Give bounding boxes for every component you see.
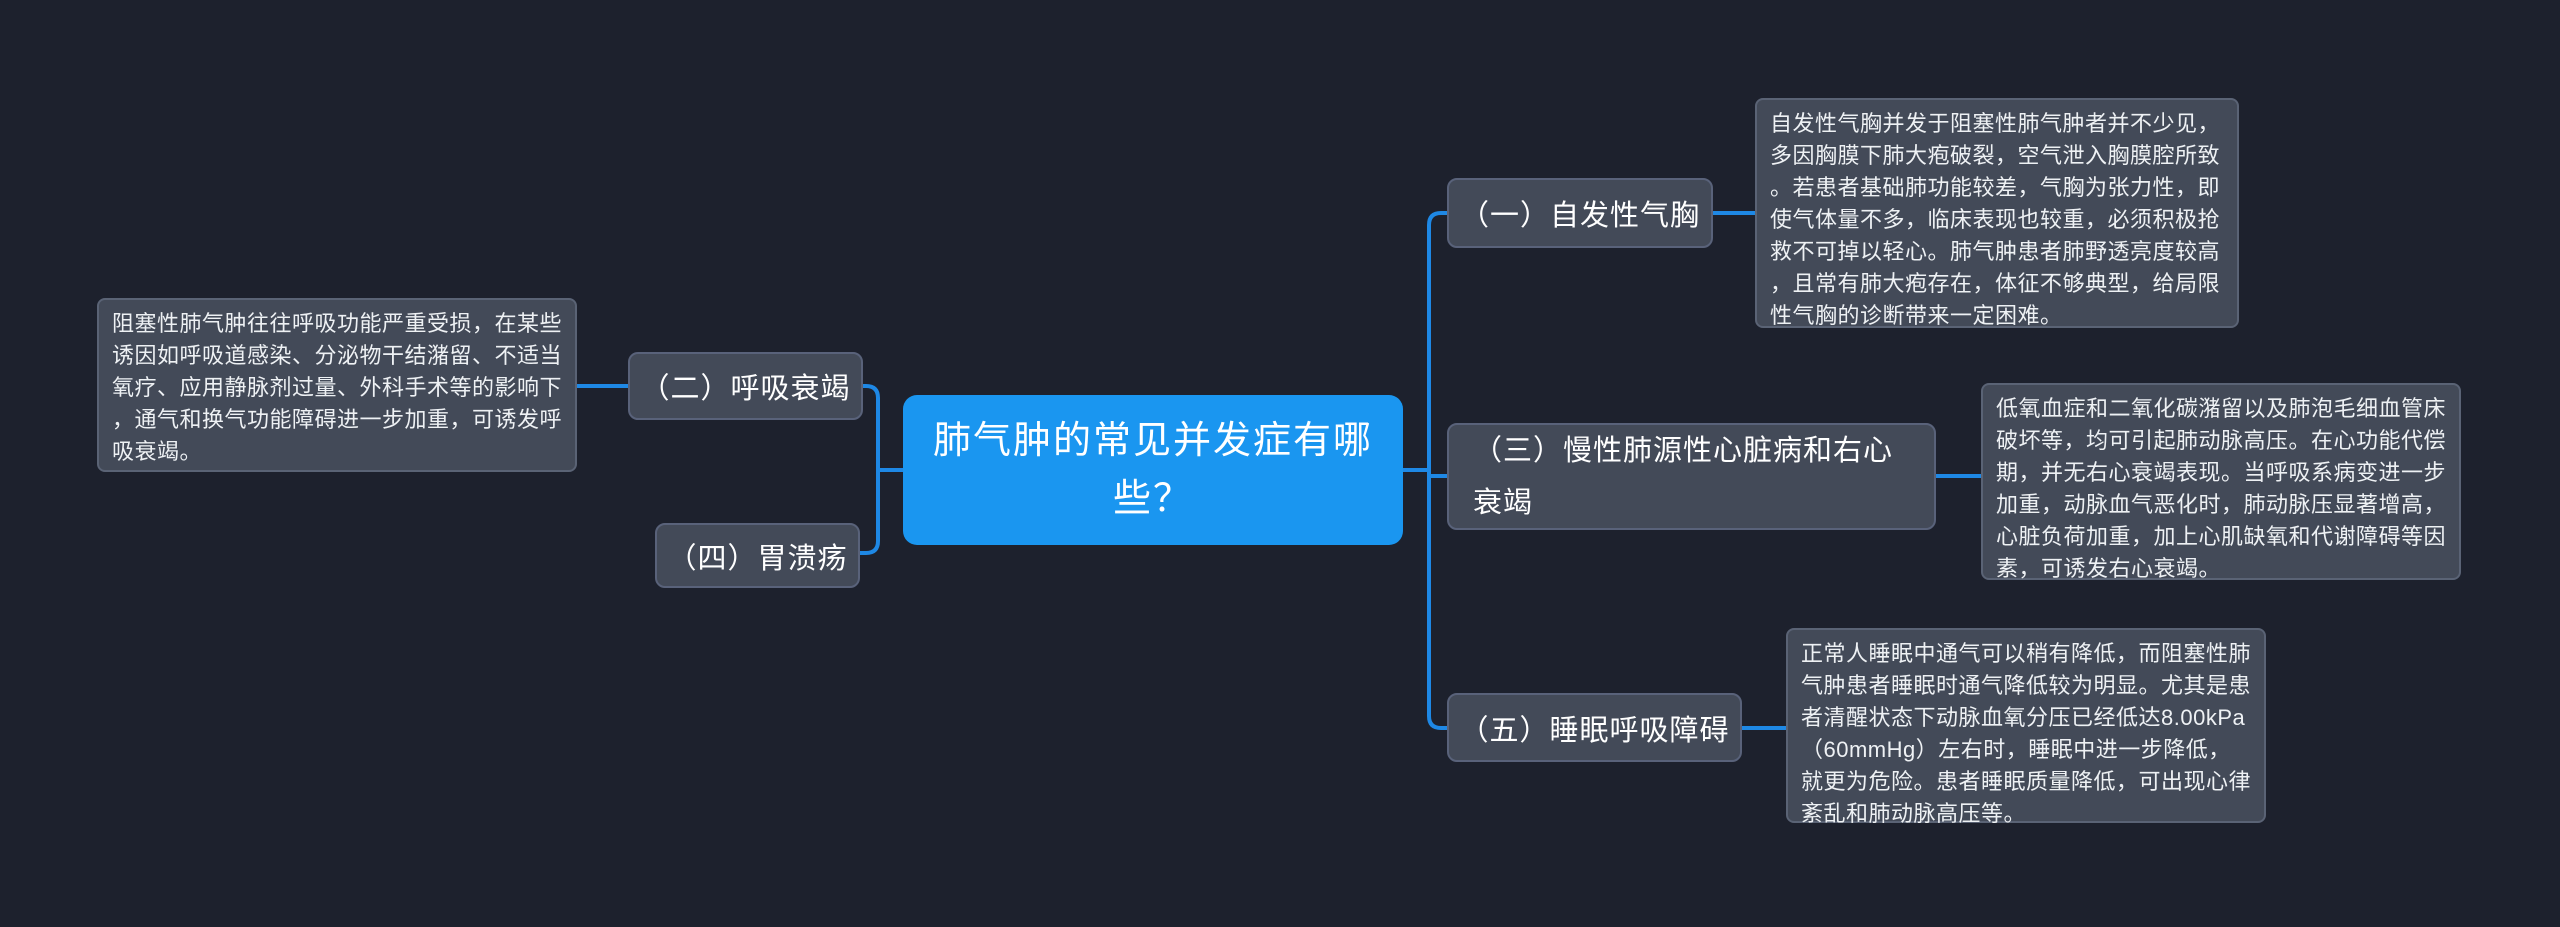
branch-node-respiratory-failure[interactable]: （二）呼吸衰竭 bbox=[628, 352, 863, 420]
central-topic-node[interactable]: 肺气肿的常见并发症有哪些？ bbox=[903, 395, 1403, 545]
detail-note-text: 低氧血症和二氧化碳潴留以及肺泡毛细血管床破坏等，均可引起肺动脉高压。在心功能代偿… bbox=[1996, 396, 2447, 581]
detail-note-sleep-disordered-breathing[interactable]: 正常人睡眠中通气可以稍有降低，而阻塞性肺气肿患者睡眠时通气降低较为明显。尤其是患… bbox=[1786, 628, 2266, 826]
branch-node-label: （三）慢性肺源性心脏病和右心衰竭 bbox=[1473, 434, 1894, 519]
branch-node-gastric-ulcer[interactable]: （四）胃溃疡 bbox=[655, 523, 860, 588]
detail-note-text: 阻塞性肺气肿往往呼吸功能严重受损，在某些诱因如呼吸道感染、分泌物干结潴留、不适当… bbox=[112, 311, 563, 464]
branch-node-label: （五）睡眠呼吸障碍 bbox=[1459, 714, 1730, 747]
branch-node-label: （一）自发性气胸 bbox=[1459, 200, 1700, 232]
branch-node-spontaneous-pneumothorax[interactable]: （一）自发性气胸 bbox=[1447, 178, 1713, 248]
detail-note-cor-pulmonale[interactable]: 低氧血症和二氧化碳潴留以及肺泡毛细血管床破坏等，均可引起肺动脉高压。在心功能代偿… bbox=[1981, 383, 2461, 581]
detail-note-text: 正常人睡眠中通气可以稍有降低，而阻塞性肺气肿患者睡眠时通气降低较为明显。尤其是患… bbox=[1801, 641, 2252, 826]
branch-node-cor-pulmonale[interactable]: （三）慢性肺源性心脏病和右心衰竭 bbox=[1447, 423, 1936, 530]
central-topic-label: 肺气肿的常见并发症有哪些？ bbox=[932, 420, 1373, 520]
detail-note-text: 自发性气胸并发于阻塞性肺气肿者并不少见，多因胸膜下肺大疱破裂，空气泄入胸膜腔所致… bbox=[1770, 111, 2221, 328]
branch-node-label: （二）呼吸衰竭 bbox=[640, 373, 851, 405]
branch-node-label: （四）胃溃疡 bbox=[667, 542, 848, 575]
edge-right-trunk bbox=[1427, 211, 1447, 730]
branch-node-sleep-disordered-breathing[interactable]: （五）睡眠呼吸障碍 bbox=[1447, 693, 1742, 762]
detail-note-spontaneous-pneumothorax[interactable]: 自发性气胸并发于阻塞性肺气肿者并不少见，多因胸膜下肺大疱破裂，空气泄入胸膜腔所致… bbox=[1755, 98, 2239, 328]
detail-note-respiratory-failure[interactable]: 阻塞性肺气肿往往呼吸功能严重受损，在某些诱因如呼吸道感染、分泌物干结潴留、不适当… bbox=[97, 298, 577, 472]
